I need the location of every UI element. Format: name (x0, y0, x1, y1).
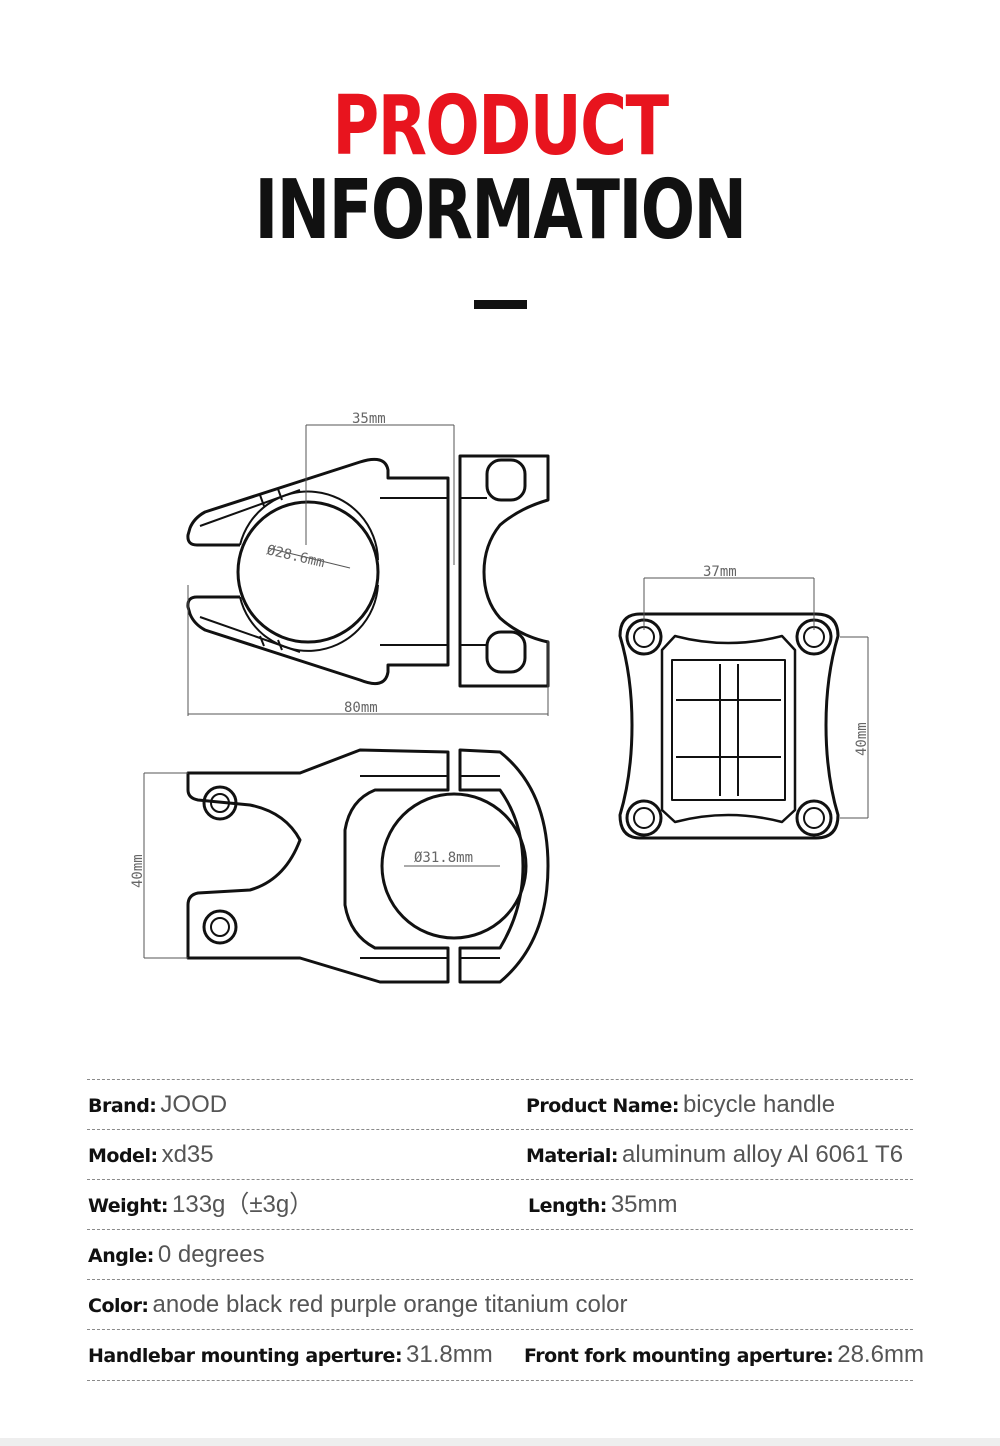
title-information: INFORMATION (254, 163, 747, 258)
spec-material: Material:aluminum alloy Al 6061 T6 (526, 1141, 904, 1168)
spec-row-angle: Angle:0 degrees (87, 1229, 913, 1280)
side-view-drawing (186, 748, 550, 984)
dim-clamp-height-right: 40mm (854, 722, 870, 756)
spec-row-aperture: Handlebar mounting aperture:31.8mm Front… (87, 1329, 924, 1381)
spec-row-brand: Brand:JOOD Product Name:bicycle handle (87, 1079, 913, 1130)
spec-product-name: Product Name:bicycle handle (526, 1091, 836, 1118)
dim-handlebar: Ø31.8mm (414, 850, 473, 866)
spec-row-model: Model:xd35 Material:aluminum alloy Al 60… (87, 1129, 913, 1180)
spec-brand: Brand:JOOD (88, 1091, 228, 1118)
spec-color: Color:anode black red purple orange tita… (88, 1291, 628, 1318)
dim-front-fork: Ø28.6mm (265, 542, 326, 571)
footer-band (0, 1438, 1000, 1446)
spec-row-weight: Weight:133g（±3g） Length:35mm (87, 1179, 913, 1230)
top-view-drawing (186, 454, 550, 688)
title-product: PRODUCT (332, 79, 669, 174)
spec-model: Model:xd35 (88, 1141, 214, 1168)
dim-total-length: 80mm (344, 700, 378, 716)
dim-clamp-height-left: 40mm (130, 854, 146, 888)
spec-handlebar-aperture: Handlebar mounting aperture:31.8mm (88, 1341, 493, 1368)
spec-length: Length:35mm (528, 1191, 678, 1218)
dim-clamp-width: 37mm (703, 564, 737, 580)
spec-fork-aperture: Front fork mounting aperture:28.6mm (524, 1341, 924, 1368)
title-divider (474, 300, 527, 309)
stem-technical-drawing: 35mm Ø28.6mm 80mm 37mm 40mm 40mm Ø31.8mm (130, 411, 870, 984)
spec-weight: Weight:133g（±3g） (88, 1191, 314, 1218)
front-view-drawing (618, 612, 840, 840)
spec-angle: Angle:0 degrees (88, 1241, 265, 1268)
spec-row-color: Color:anode black red purple orange tita… (87, 1279, 913, 1330)
dim-top-length: 35mm (352, 411, 386, 427)
